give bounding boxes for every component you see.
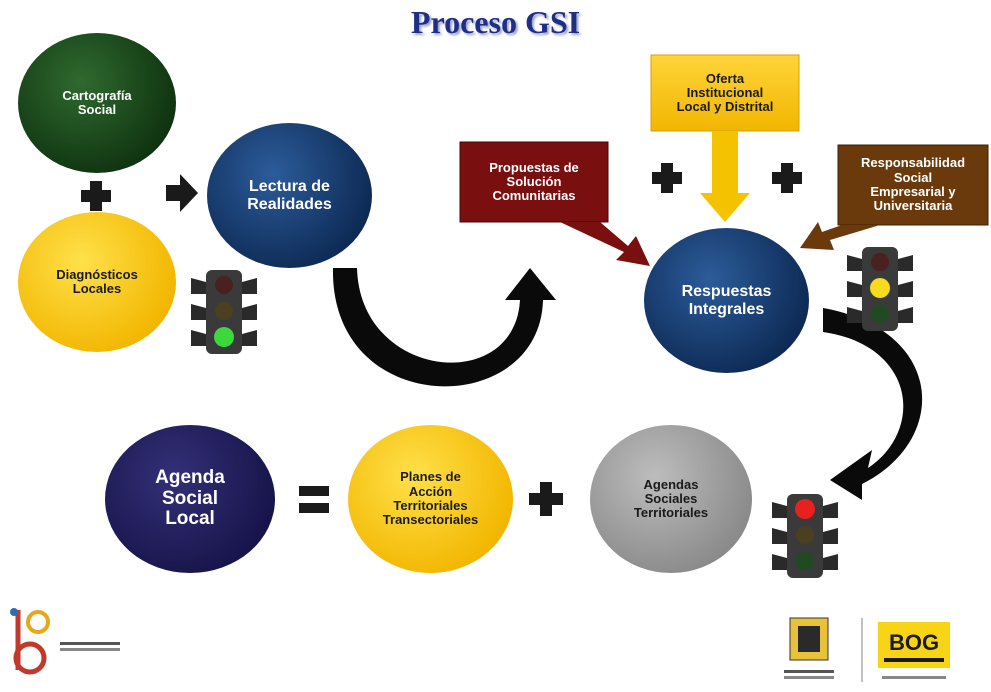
node-agenda-social-local: Agenda Social Local bbox=[105, 425, 275, 573]
alcaldia-logo bbox=[784, 617, 834, 679]
curved-arrow-down bbox=[823, 308, 923, 500]
page-title: Proceso GSI bbox=[410, 4, 581, 40]
logo-divider bbox=[861, 618, 863, 682]
svg-text:BOG: BOG bbox=[889, 630, 939, 655]
oferta-callout bbox=[650, 54, 800, 222]
bog-logo: BOG bbox=[878, 622, 950, 679]
plus-icon bbox=[772, 163, 802, 193]
propuestas-callout bbox=[459, 141, 650, 266]
traffic-light-red-icon bbox=[772, 494, 838, 578]
node-diagnosticos-locales: Diagnósticos Locales bbox=[18, 212, 176, 352]
callout-propuestas-text: Propuestas de Solución Comunitarias bbox=[489, 159, 579, 204]
bicentenario-logo bbox=[10, 608, 120, 675]
node-respuestas-integrales: Respuestas Integrales bbox=[644, 228, 809, 373]
node-agendas-sociales-territoriales: Agendas Sociales Territoriales bbox=[590, 425, 752, 573]
curved-arrow-up bbox=[332, 268, 556, 387]
traffic-light-yellow-icon bbox=[847, 247, 913, 331]
node-lectura-realidades: Lectura de Realidades bbox=[207, 123, 372, 268]
plus-icon bbox=[81, 181, 111, 211]
node-cartografia-social: Cartografía Social bbox=[18, 33, 176, 173]
node-planes-accion: Planes de Acción Territoriales Transecto… bbox=[348, 425, 513, 573]
right-arrow-icon bbox=[166, 174, 198, 212]
plus-icon bbox=[529, 482, 563, 516]
equals-icon bbox=[299, 486, 329, 513]
traffic-light-green-icon bbox=[191, 270, 257, 354]
responsabilidad-callout bbox=[800, 144, 989, 250]
callout-responsabilidad-text: Responsabilidad Social Empresarial y Uni… bbox=[860, 155, 966, 214]
plus-icon bbox=[652, 163, 682, 193]
callout-oferta-text: Oferta Institucional Local y Distrital bbox=[676, 70, 774, 115]
